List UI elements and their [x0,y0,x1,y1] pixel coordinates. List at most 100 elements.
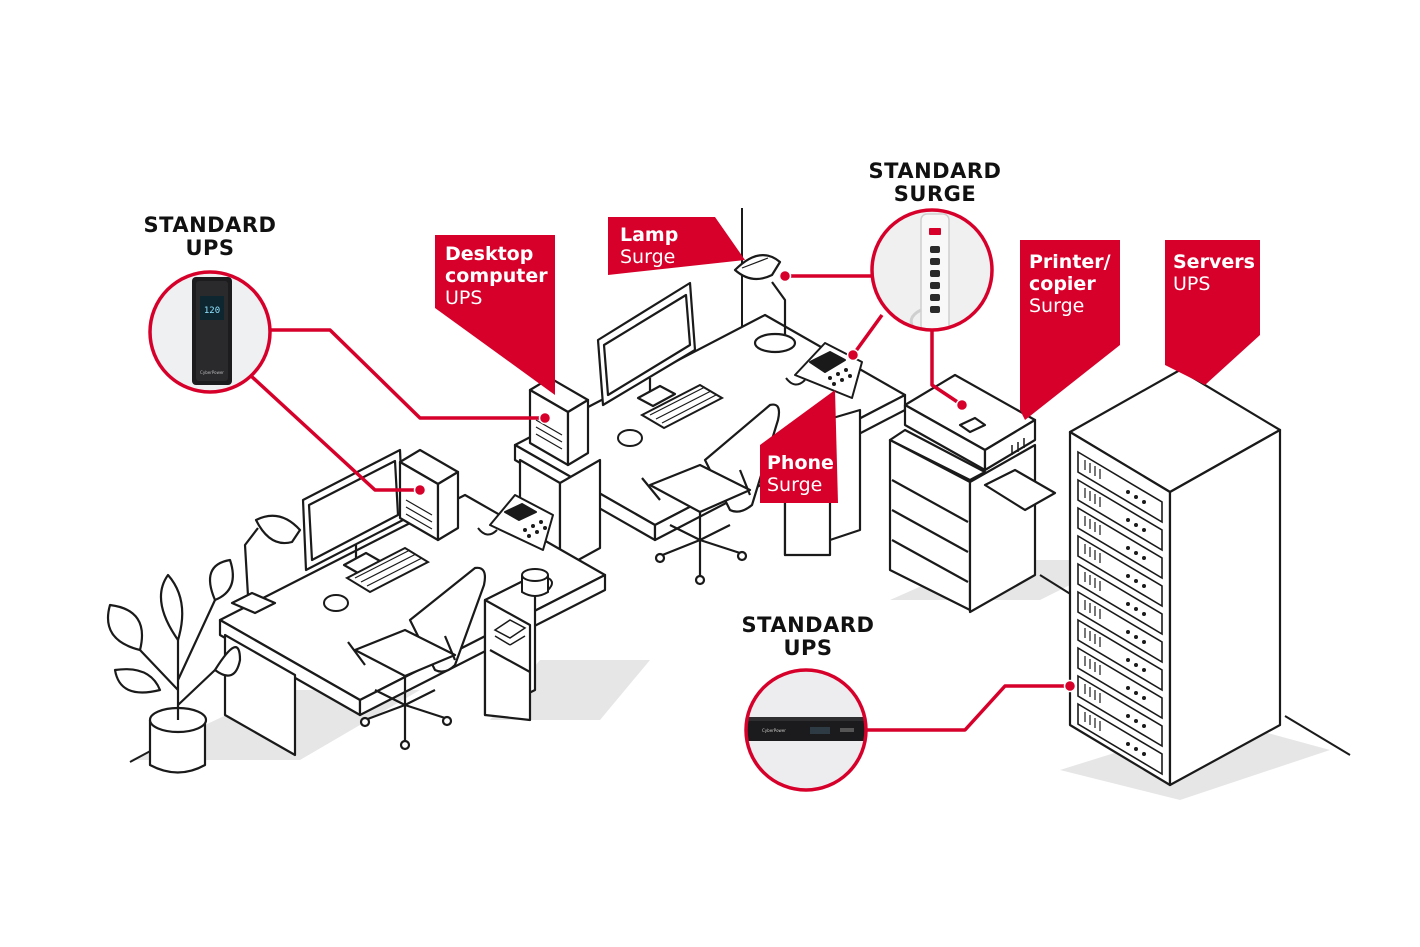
heading-line: UPS [783,636,833,660]
flag-desktop [435,235,555,395]
rack-unit-led [1126,546,1130,550]
ups-display-reading: 120 [204,306,220,316]
rack-unit-led [1142,500,1146,504]
tag-name-line: Lamp [620,224,679,246]
phone-back [785,342,863,399]
rack-unit-led [1142,612,1146,616]
rack-ups-brand-mark: CyberPower [762,728,786,733]
rack-unit [1077,562,1163,636]
tag-printer-copier: Printer/ copier Surge [1029,251,1111,317]
rack-unit-led [1126,742,1130,746]
rack-unit-led [1142,584,1146,588]
monitor-front [301,448,405,575]
tag-name-line: Desktop [445,243,534,265]
rack-unit-led [1142,724,1146,728]
rack-unit-vents [1084,544,1101,563]
flag-phone [760,390,838,503]
rack-unit-vents [1084,628,1101,647]
surge-outlet [930,282,940,289]
tag-protection: UPS [445,287,483,309]
chair-front [347,566,487,751]
tag-name-line: Servers [1173,251,1255,273]
tag-servers: Servers UPS [1173,251,1255,295]
mug [521,568,553,597]
heading-standard-surge: STANDARD SURGE [855,160,1015,206]
connector-lines [248,274,1070,732]
rack-unit-led [1134,747,1138,751]
rack-unit-vents [1084,516,1101,535]
surge-strip-photo [870,208,994,332]
front-desk [218,493,607,757]
rack-unit-led [1134,719,1138,723]
flag-lamp [608,217,745,275]
rack-unit-vents [1084,572,1101,591]
heading-line: STANDARD [868,159,1002,183]
rack-unit-led [1126,602,1130,606]
rack-unit-led [1126,574,1130,578]
phone-front [477,494,554,551]
keyboards [323,383,725,612]
tag-phone: Phone Surge [767,452,834,496]
tag-name-line: copier [1029,273,1096,295]
tag-name-line: Printer/ [1029,251,1111,273]
tag-protection: Surge [620,246,676,268]
rack-unit-led [1126,518,1130,522]
rack-unit [1077,674,1163,748]
rack-unit-led [1126,658,1130,662]
heading-line: STANDARD [741,613,875,637]
tag-protection: Surge [767,474,823,496]
rack-unit [1077,450,1163,524]
surge-outlet [930,246,940,253]
rack-unit-led [1134,579,1138,583]
surge-outlet [930,306,940,313]
tag-name-line: computer [445,265,548,287]
desk-lamp-back [733,254,797,354]
rack-unit-led [1142,528,1146,532]
rack-unit [1077,618,1163,692]
tag-name-line: Phone [767,452,834,474]
rack-unit [1077,590,1163,664]
flag-printer [1020,240,1120,420]
surge-outlet [930,258,940,265]
rack-unit-vents [1084,488,1101,507]
rack-unit-led [1134,635,1138,639]
desktop-tower-front [398,448,460,542]
heading-line: SURGE [893,182,977,206]
rack-unit-led [1134,551,1138,555]
rack-unit-led [1126,630,1130,634]
connector-dots [413,269,1077,693]
ups-brand-mark: CyberPower [200,370,224,375]
rack-unit-led [1134,607,1138,611]
rack-unit-led [1126,686,1130,690]
rack-unit-led [1126,714,1130,718]
rack-units [1077,450,1163,776]
heading-standard-ups-left: STANDARD UPS [130,214,290,260]
rack-unit-led [1142,696,1146,700]
rack-unit-vents [1084,712,1101,731]
rack-ups-photo: CyberPower [744,668,868,792]
rack-unit [1077,646,1163,720]
rack-unit-vents [1084,684,1101,703]
rack-unit-led [1134,495,1138,499]
tag-protection: UPS [1173,273,1211,295]
rack-unit-led [1142,752,1146,756]
tag-lamp: Lamp Surge [620,224,678,268]
tag-desktop-computer: Desktop computer UPS [445,243,548,309]
heading-line: UPS [185,236,235,260]
flag-servers [1165,240,1260,385]
rack-unit-led [1142,668,1146,672]
tag-protection: Surge [1029,295,1085,317]
rack-unit [1077,506,1163,580]
rack-unit-led [1142,556,1146,560]
rack-unit-vents [1084,460,1101,479]
rack-unit-led [1134,691,1138,695]
desk-lamp-front [230,514,302,615]
chair-back [641,403,781,586]
rack-unit-led [1142,640,1146,644]
monitor-back [596,281,697,408]
heading-line: STANDARD [143,213,277,237]
rack-unit [1077,702,1163,776]
rack-unit-vents [1084,656,1101,675]
rack-unit [1077,534,1163,608]
rack-unit-vents [1084,600,1101,619]
